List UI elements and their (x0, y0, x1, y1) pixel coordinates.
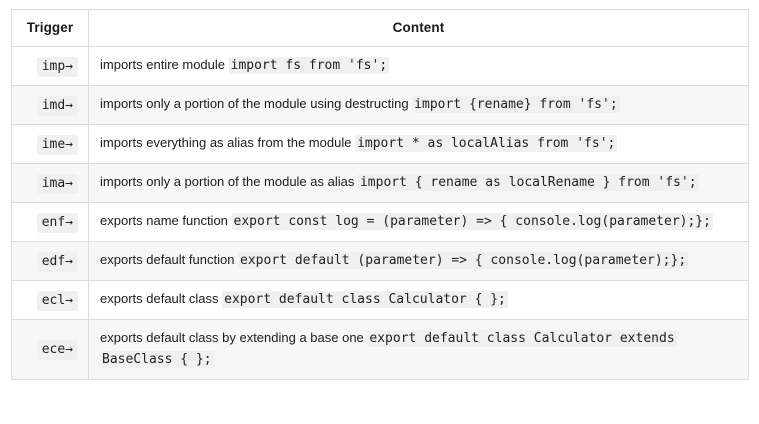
trigger-cell: ecl→ (11, 280, 89, 320)
table-header: Trigger Content (11, 9, 749, 47)
content-cell: exports default function export default … (88, 241, 749, 281)
snippets-table-container: Trigger Content imp→ imports entire modul… (11, 9, 749, 380)
snippet-description: exports name function (100, 213, 232, 228)
content-cell: exports name function export const log =… (88, 202, 749, 242)
table-row: imd→ imports only a portion of the module… (11, 85, 749, 125)
column-header-content: Content (88, 9, 749, 47)
trigger-keyword: ime→ (36, 134, 78, 155)
table-row: ecl→ exports default class export default… (11, 280, 749, 320)
content-cell: imports entire module import fs from 'fs… (88, 46, 749, 86)
trigger-keyword: imp→ (36, 56, 78, 77)
table-row: ima→ imports only a portion of the module… (11, 163, 749, 203)
table-row: ime→ imports everything as alias from the… (11, 124, 749, 164)
snippet-description: imports everything as alias from the mod… (100, 135, 356, 150)
trigger-cell: edf→ (11, 241, 89, 281)
trigger-cell: imp→ (11, 46, 89, 86)
snippet-code: export default (parameter) => { console.… (238, 252, 689, 269)
trigger-cell: ece→ (11, 319, 89, 380)
snippet-code: import fs from 'fs'; (228, 57, 390, 74)
snippet-code: import {rename} from 'fs'; (412, 96, 620, 113)
trigger-keyword: imd→ (36, 95, 78, 116)
snippet-description: exports default class (100, 291, 223, 306)
trigger-cell: imd→ (11, 85, 89, 125)
content-cell: exports default class by extending a bas… (88, 319, 749, 380)
table-row: imp→ imports entire module import fs from… (11, 46, 749, 86)
snippet-description: imports entire module (100, 57, 229, 72)
table-row: edf→ exports default function export defa… (11, 241, 749, 281)
snippet-code: import * as localAlias from 'fs'; (355, 135, 618, 152)
trigger-keyword: ecl→ (36, 290, 78, 311)
snippet-description: exports default class by extending a bas… (100, 330, 368, 345)
snippets-table: Trigger Content imp→ imports entire modul… (11, 9, 749, 380)
table-header-row: Trigger Content (11, 9, 749, 47)
snippet-code: export const log = (parameter) => { cons… (231, 213, 713, 230)
trigger-keyword: ima→ (36, 173, 78, 194)
content-cell: imports only a portion of the module usi… (88, 85, 749, 125)
trigger-keyword: enf→ (36, 212, 78, 233)
content-cell: imports only a portion of the module as … (88, 163, 749, 203)
snippet-code: export default class Calculator { }; (222, 291, 508, 308)
trigger-keyword: ece→ (36, 340, 78, 360)
column-header-trigger: Trigger (11, 9, 89, 47)
table-row: enf→ exports name function export const l… (11, 202, 749, 242)
snippet-description: imports only a portion of the module as … (100, 174, 358, 189)
trigger-keyword: edf→ (36, 251, 78, 272)
table-body: imp→ imports entire module import fs from… (11, 46, 749, 380)
snippet-description: exports default function (100, 252, 239, 267)
content-cell: exports default class export default cla… (88, 280, 749, 320)
trigger-cell: enf→ (11, 202, 89, 242)
snippet-description: imports only a portion of the module usi… (100, 96, 413, 111)
content-cell: imports everything as alias from the mod… (88, 124, 749, 164)
trigger-cell: ima→ (11, 163, 89, 203)
table-row: ece→ exports default class by extending a… (11, 319, 749, 380)
snippet-code: import { rename as localRename } from 'f… (357, 174, 699, 191)
trigger-cell: ime→ (11, 124, 89, 164)
